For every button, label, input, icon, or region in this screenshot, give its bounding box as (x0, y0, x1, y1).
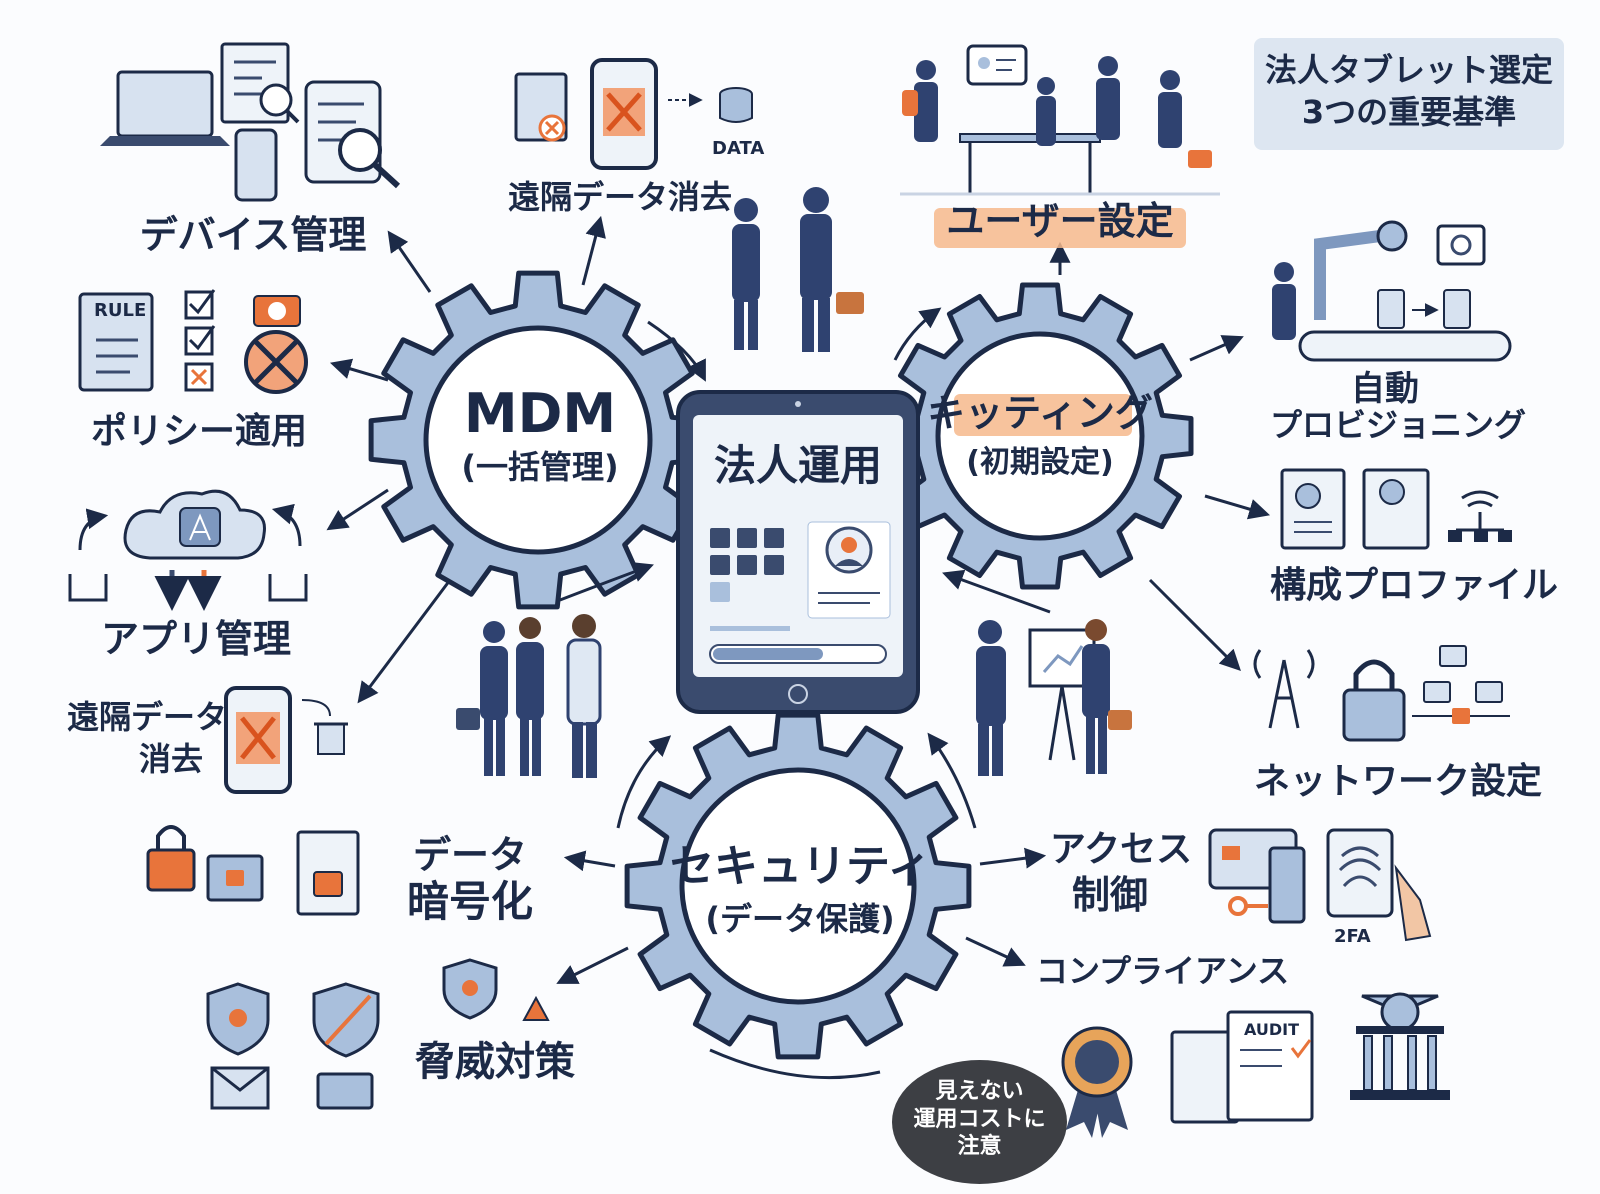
encryption-icon (146, 825, 360, 916)
camera-blocked-icon (244, 295, 308, 394)
network-lock-icon (1253, 645, 1510, 742)
encryption-line1: データ (412, 833, 527, 877)
config-profile-label: 構成プロファイル (1270, 565, 1559, 606)
business-handshake-icon (732, 187, 864, 352)
kitting-gear (886, 282, 1194, 590)
auto-provisioning-line1: 自動 (1351, 369, 1419, 409)
callout-line1: 見えない (935, 1079, 1024, 1104)
threat-label: 脅威対策 (415, 1039, 575, 1085)
remote-wipe-left-icon (224, 686, 348, 794)
twofa-text: 2FA (1334, 926, 1371, 947)
compliance-icons (1061, 992, 1450, 1138)
data-text: DATA (712, 138, 765, 159)
network-settings-label: ネットワーク設定 (1254, 761, 1543, 802)
presentation-team-icon (976, 619, 1132, 776)
audit-text: AUDIT (1244, 1020, 1300, 1039)
device-management-label: デバイス管理 (139, 213, 367, 257)
rule-book-icon (78, 292, 154, 392)
central-tablet-icon (676, 390, 920, 714)
center-label: 法人運用 (713, 441, 882, 490)
user-settings-label: ユーザー設定 (946, 199, 1174, 243)
robot-arm-conveyor-icon (1272, 220, 1512, 362)
business-team-left-icon (456, 614, 602, 778)
rule-book-text: RULE (94, 300, 147, 321)
smartphone-icon (234, 128, 278, 202)
title-line-1: 法人タブレット選定 (1264, 51, 1553, 89)
access-control-line1: アクセス (1049, 829, 1193, 870)
auto-provisioning-line2: プロビジョニング (1270, 406, 1527, 444)
compliance-label: コンプライアンス (1036, 952, 1290, 990)
diagram-title: 法人タブレット選定 3つの重要基準 (1254, 38, 1564, 150)
mdm-gear-title: MDM (463, 382, 617, 445)
people-meeting-icon (900, 44, 1220, 196)
mdm-gear-subtitle: (一括管理) (461, 448, 619, 486)
security-gear-subtitle: (データ保護) (705, 900, 895, 938)
gear-mdm-hub (423, 325, 653, 555)
gear-security-hub (679, 767, 917, 1005)
remote-wipe-left-line2: 消去 (138, 740, 203, 778)
access-control-icon (1208, 828, 1432, 942)
tablet-search-icon (304, 80, 401, 189)
security-gear-title: セキュリティ (670, 841, 932, 892)
mdm-gear (368, 270, 708, 610)
kitting-gear-title: キッティング (927, 391, 1153, 435)
access-control-line2: 制御 (1071, 873, 1148, 917)
remote-wipe-top-label: 遠隔データ消去 (508, 178, 733, 216)
connector-arrows (326, 215, 1271, 1080)
encryption-line2: 暗号化 (406, 877, 533, 926)
remote-wipe-top-icon (514, 58, 753, 170)
kitting-gear-subtitle: (初期設定) (966, 445, 1114, 480)
title-line-2: 3つの重要基準 (1301, 92, 1517, 131)
laptop-icon (100, 70, 230, 146)
gear-kitting-hub (935, 331, 1145, 541)
config-profile-icon (1280, 468, 1512, 550)
callout-line3: 注意 (957, 1134, 1002, 1159)
security-gear (624, 712, 972, 1060)
remote-wipe-left-line1: 遠隔データ (66, 698, 227, 736)
policy-label: ポリシー適用 (90, 411, 307, 452)
cost-warning-callout: 見えない 運用コストに 注意 (892, 1060, 1067, 1184)
user-settings-highlight (934, 208, 1186, 248)
threat-shield-icons (206, 958, 550, 1110)
app-management-label: アプリ管理 (100, 617, 291, 661)
checklist-doc-icon (220, 42, 300, 124)
cloud-app-icon (68, 489, 308, 611)
callout-line2: 運用コストに (913, 1106, 1046, 1132)
checkbox-list-icon (184, 289, 216, 392)
kitting-highlight (954, 394, 1132, 436)
